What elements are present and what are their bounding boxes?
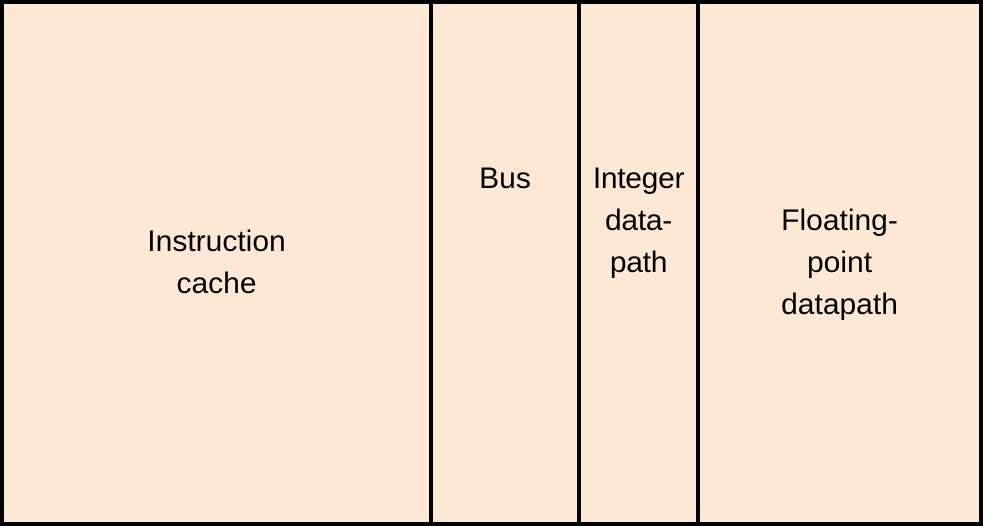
floating-point-datapath-label: Floating- point datapath: [781, 204, 898, 321]
floating-point-datapath-block: Floating- point datapath: [696, 0, 983, 526]
instruction-cache-block: Instruction cache: [0, 0, 433, 526]
bus-label: Bus: [479, 162, 531, 195]
integer-datapath-block: Integer data- path: [577, 0, 700, 526]
integer-datapath-label: Integer data- path: [592, 162, 685, 279]
bus-block: Bus: [429, 0, 581, 526]
instruction-cache-label: Instruction cache: [147, 225, 286, 300]
